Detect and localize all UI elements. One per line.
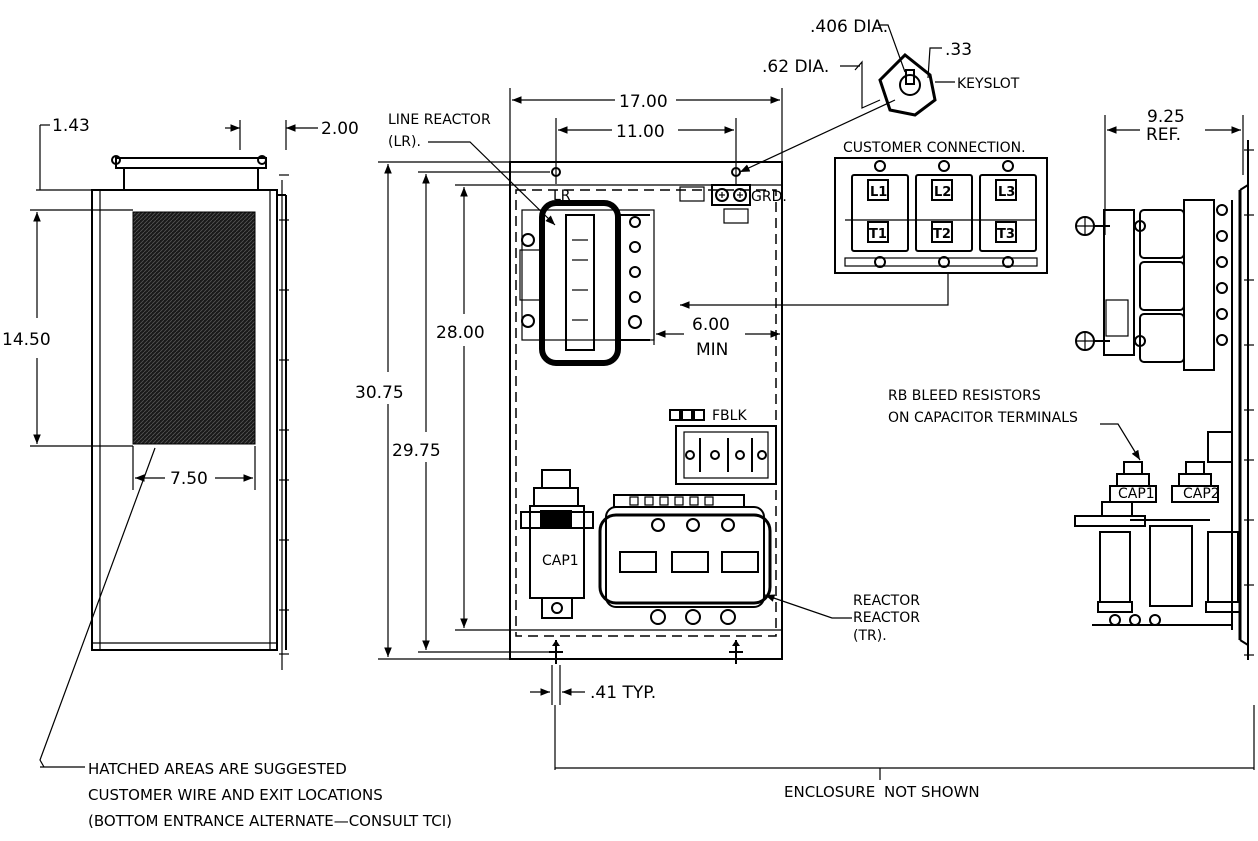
customer-connection-box [834,157,1048,274]
dim-label-1-43: 1.43 [52,116,90,136]
dim-6-00: 6.00 MIN [653,310,780,360]
terminal-block-3: L3 T3 [979,160,1037,268]
dim-0-41: .41 TYP. [530,665,656,705]
dim-label-0-406: .406 DIA. [810,17,888,37]
keyslot-detail: .62 DIA. .406 DIA. .33 KEYSLOT [739,17,1020,173]
enclosure-label-2: NOT SHOWN [884,783,980,801]
enclosure-bracket [554,705,1255,780]
panel-outline [509,161,783,660]
front-panel [509,160,783,664]
dim-11-00: 11.00 [555,118,737,160]
hatch-note: HATCHED AREAS ARE SUGGESTED CUSTOMER WIR… [88,760,452,830]
hatch-leader [39,447,156,768]
customer-connection: CUSTOMER CONNECTION. L1 T1 L2 T2 [680,140,1048,309]
dim-7-50: 7.50 [132,446,256,490]
dim-label-17-00: 17.00 [619,92,668,112]
reactor-label-3: (TR). [853,628,887,644]
mount-hole-tl [551,160,561,184]
terminal-l3: L3 [998,185,1015,200]
dim-label-0-62: .62 DIA. [762,57,829,77]
dim-17-00: 17.00 [509,88,783,162]
enclosure-label-1: ENCLOSURE [784,783,875,801]
line-reactor-nameplate [565,214,595,351]
right-flange-ticks [1244,149,1254,656]
rb-label-1: RB BLEED RESISTORS [888,388,1041,404]
terminal-t1: T1 [869,227,887,242]
rb-label-2: ON CAPACITOR TERMINALS [888,410,1078,426]
dim-label-0-33: .33 [945,40,972,60]
cap1-front-label: CAP1 [542,553,579,569]
dim-label-0-41: .41 TYP. [590,683,656,703]
dim-1-43: 1.43 [36,116,92,191]
fblk-label: FBLK [712,408,747,424]
reactor-label-1: REACTOR [853,593,920,609]
terminal-l2: L2 [934,185,951,200]
tr-core [598,513,772,605]
mount-hole-bl [549,640,563,664]
dim-label-11-00: 11.00 [616,122,665,142]
mount-hole-tr [731,160,741,184]
dim-label-28-00: 28.00 [436,323,485,343]
dim-label-30-75: 30.75 [355,383,404,403]
panel-dashed-outline [515,189,777,637]
fblk-body [675,425,777,485]
side-reactor-stack [1075,199,1228,371]
customer-connection-label: CUSTOMER CONNECTION. [843,140,1026,156]
flange-ticks [279,174,289,655]
cap1-side-label: CAP1 [1118,486,1155,502]
hatch-note-line-1: HATCHED AREAS ARE SUGGESTED [88,760,347,778]
dim-14-50: 14.50 [2,209,133,447]
dim-label-14-50: 14.50 [2,330,51,350]
dim-2-00: 2.00 [225,119,359,150]
mount-hole-br [729,640,743,664]
line-reactor-label-1: LINE REACTOR [388,112,491,128]
ground-block: GRD. [679,184,787,224]
dim-label-2-00: 2.00 [321,119,359,139]
terminal-block-1: L1 T1 [851,160,909,268]
grd-label: GRD. [751,189,787,205]
dim-label-29-75: 29.75 [392,441,441,461]
hatched-wire-exit-area [132,211,256,445]
terminal-t2: T2 [933,227,951,242]
dim-30-75: 30.75 [355,161,510,660]
keyslot-plate [878,52,937,117]
dim-label-ref: REF. [1146,125,1181,145]
terminal-t3: T3 [997,227,1015,242]
terminal-l1: L1 [870,185,887,200]
hatch-note-line-2: CUSTOMER WIRE AND EXIT LOCATIONS [88,786,383,804]
line-reactor-callout: LINE REACTOR (LR). [388,112,556,226]
dim-label-7-50: 7.50 [170,469,208,489]
capacitor-front: CAP1 [520,469,594,619]
dim-label-min: MIN [696,340,728,360]
dim-28-00: 28.00 [436,184,515,631]
lifting-bar [115,157,267,169]
fuse-block: FBLK [669,408,777,485]
line-reactor-frame [521,209,655,341]
dim-label-6-00: 6.00 [692,315,730,335]
reactor-lugs-left [519,233,543,328]
line-reactor-core [539,200,621,366]
reactor-label-2: REACTOR [853,610,920,626]
side-capacitors: CAP1 CAP2 [1074,431,1241,626]
reactor-callout: REACTOR REACTOR (TR). [764,593,920,644]
cap2-side-label: CAP2 [1183,486,1220,502]
line-reactor: LR [519,188,655,366]
terminal-block-2: L2 T2 [915,160,973,268]
reactor-lugs-right [620,214,650,341]
dim-29-75: 29.75 [392,171,550,653]
transformer-reactor [598,494,772,625]
customer-connection-leader [680,273,949,309]
hatch-note-line-3: (BOTTOM ENTRANCE ALTERNATE—CONSULT TCI) [88,812,452,830]
keyslot-label: KEYSLOT [957,76,1020,92]
right-side-view: 9.25 REF. [554,107,1255,801]
dim-label-9-25: 9.25 [1147,107,1185,127]
line-reactor-label-2: (LR). [388,134,421,150]
side-view-enclosure [91,155,289,670]
